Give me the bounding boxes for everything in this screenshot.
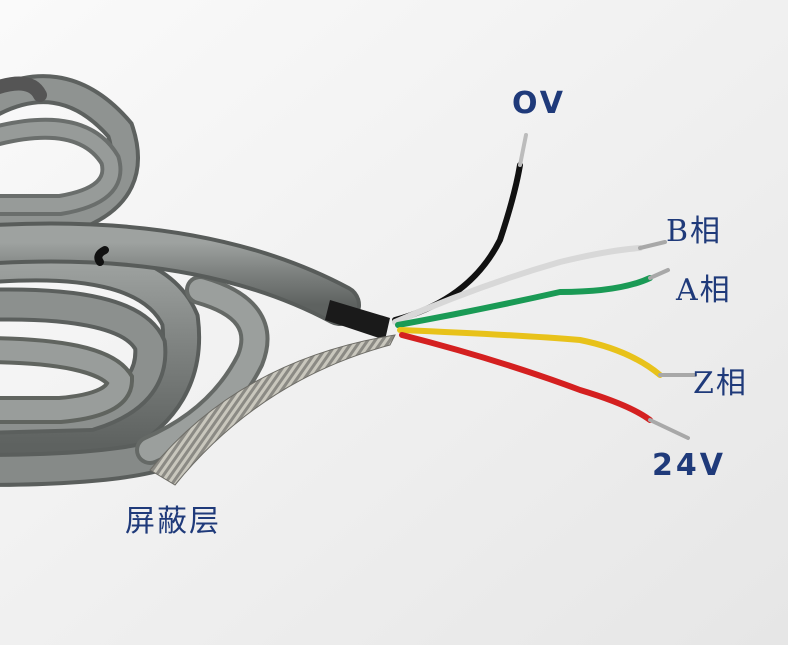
label-z-phase: Z相 (693, 366, 748, 401)
label-ov: OV (512, 86, 566, 121)
wires (392, 133, 697, 440)
upper-cable-coil (0, 74, 140, 235)
label-shield: 屏蔽层 (125, 504, 221, 539)
wire-white-tip (638, 240, 667, 250)
label-a-phase: A相 (676, 273, 732, 308)
wire-green (395, 275, 653, 328)
label-24v: 24V (652, 448, 726, 483)
wire-green-tip (648, 268, 670, 280)
wire-white (392, 245, 643, 325)
main-cable (0, 221, 361, 326)
label-b-phase: B相 (666, 214, 723, 249)
shield-braid (149, 334, 396, 486)
wire-yellow (397, 327, 663, 378)
wire-red-tip (648, 418, 690, 440)
heat-shrink-sleeve (325, 300, 390, 340)
wire-red (399, 332, 653, 423)
wire-black-tip (518, 133, 528, 167)
